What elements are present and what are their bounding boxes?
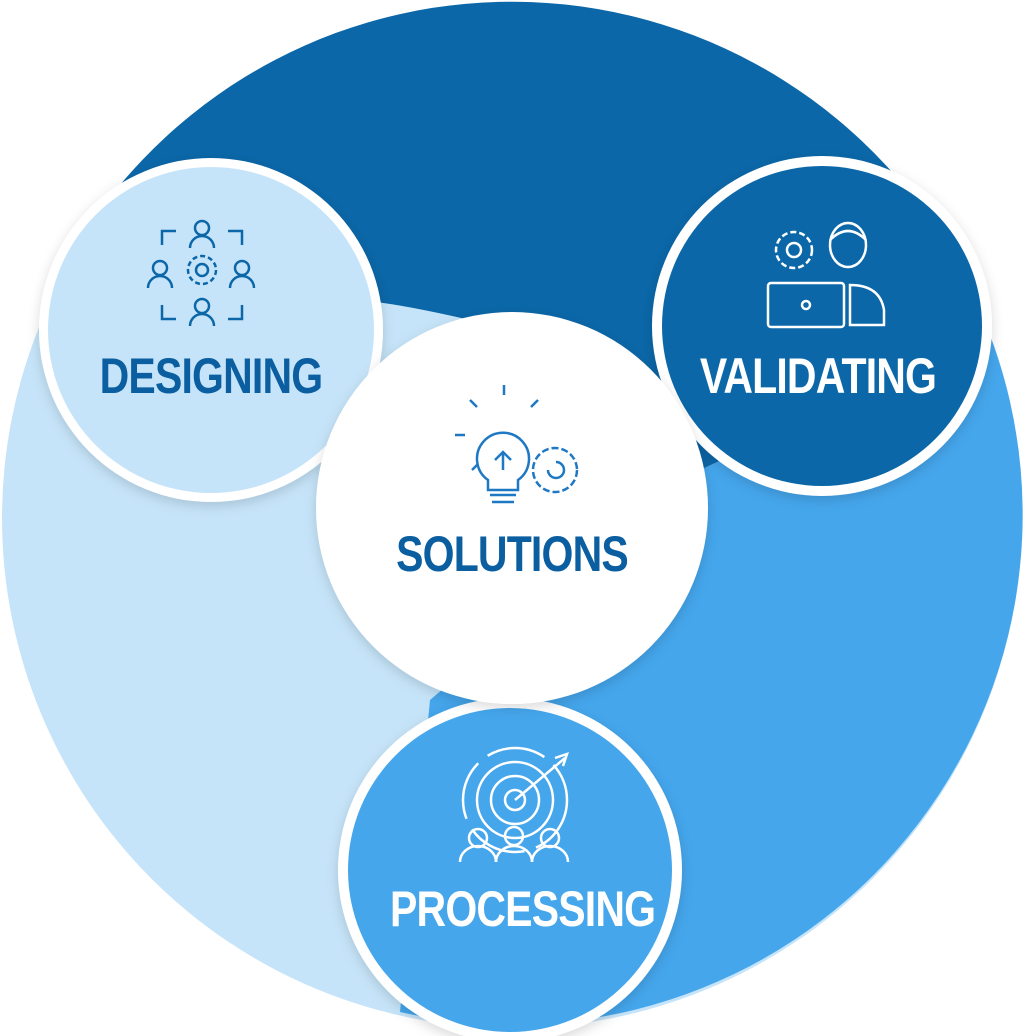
solutions-circle	[316, 312, 708, 704]
solutions-label: SOLUTIONS	[396, 526, 629, 582]
processing-fill	[348, 708, 672, 1032]
designing-label: DESIGNING	[99, 348, 324, 404]
lightbulb-gear-icon	[455, 385, 579, 504]
designing-fill	[48, 167, 374, 493]
processing-label: PROCESSING	[390, 881, 656, 937]
person-laptop-gear-icon	[766, 221, 886, 329]
target-team-icon	[458, 746, 570, 863]
validating-label: VALIDATING	[699, 348, 937, 404]
team-gear-icon	[146, 219, 256, 327]
